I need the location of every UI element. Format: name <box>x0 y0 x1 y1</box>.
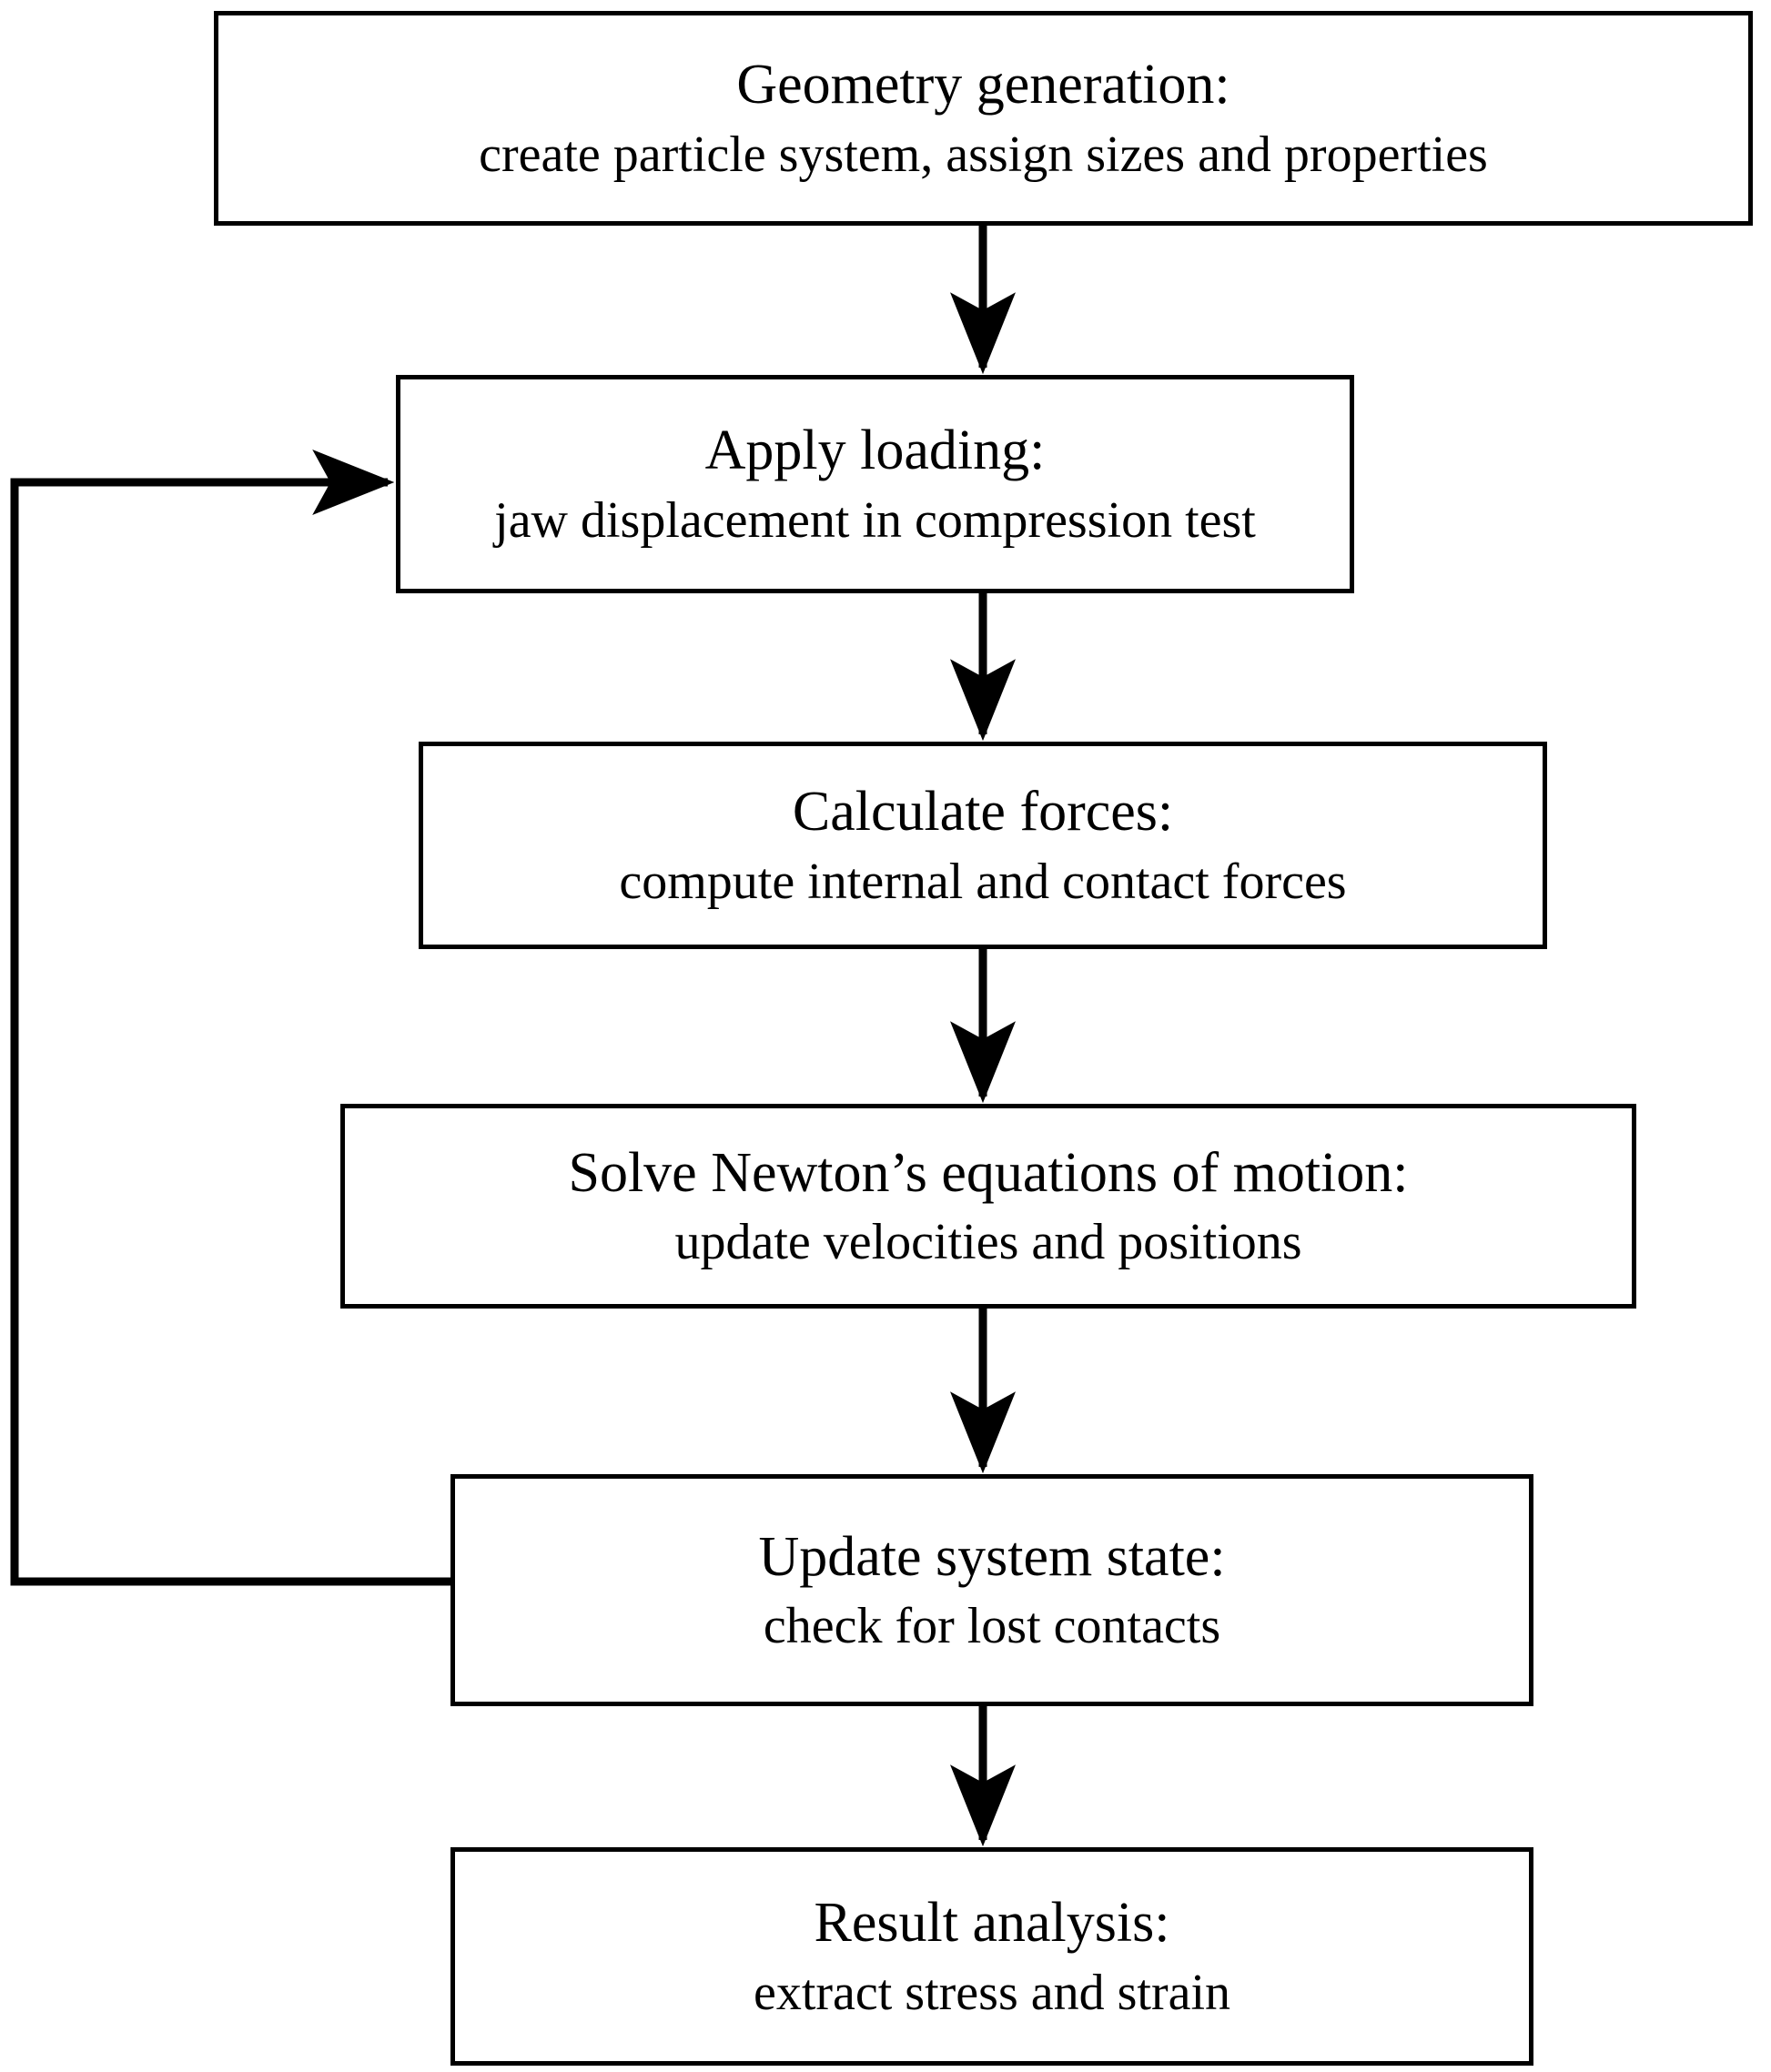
node-title: Solve Newton’s equations of motion: <box>568 1141 1409 1204</box>
node-result-analysis[interactable]: Result analysis: extract stress and stra… <box>450 1847 1533 2066</box>
node-apply-loading[interactable]: Apply loading: jaw displacement in compr… <box>396 375 1354 593</box>
node-subtitle: check for lost contacts <box>763 1598 1221 1655</box>
node-update-system-state[interactable]: Update system state: check for lost cont… <box>450 1474 1533 1706</box>
node-title: Geometry generation: <box>736 54 1230 116</box>
node-subtitle: compute internal and contact forces <box>619 853 1347 910</box>
node-title: Update system state: <box>758 1525 1226 1588</box>
node-title: Calculate forces: <box>792 781 1174 844</box>
node-title: Result analysis: <box>814 1892 1170 1955</box>
node-subtitle: update velocities and positions <box>674 1214 1302 1271</box>
node-solve-newtons-equations[interactable]: Solve Newton’s equations of motion: upda… <box>340 1104 1636 1309</box>
node-subtitle: create particle system, assign sizes and… <box>479 126 1488 183</box>
edge-feedback-loop <box>10 450 450 1586</box>
node-subtitle: jaw displacement in compression test <box>494 491 1256 549</box>
node-title: Apply loading: <box>704 419 1046 482</box>
node-calculate-forces[interactable]: Calculate forces: compute internal and c… <box>419 742 1547 949</box>
node-subtitle: extract stress and strain <box>753 1964 1231 2021</box>
node-geometry-generation[interactable]: Geometry generation: create particle sys… <box>214 11 1753 226</box>
